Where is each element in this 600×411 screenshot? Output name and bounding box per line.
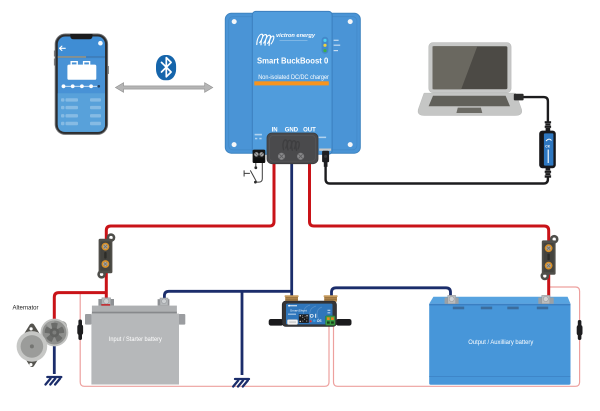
svg-text:victron energy: victron energy [276, 33, 316, 39]
svg-text:OUT: OUT [303, 127, 316, 133]
svg-text:Non-isolated DC/DC charger: Non-isolated DC/DC charger [258, 75, 329, 81]
svg-text:Smart BuckBoost 0: Smart BuckBoost 0 [257, 55, 329, 65]
svg-text:GND: GND [285, 127, 299, 133]
svg-text:IN: IN [272, 127, 278, 133]
svg-text:CЄ: CЄ [317, 319, 322, 323]
svg-text:SmartShunt: SmartShunt [290, 309, 307, 313]
svg-text:CЄ: CЄ [545, 145, 550, 149]
svg-text:Input / Starter battery: Input / Starter battery [109, 337, 162, 343]
svg-text:Alternator: Alternator [13, 305, 39, 311]
svg-text:Output / Auxilliary battery: Output / Auxilliary battery [468, 339, 534, 346]
